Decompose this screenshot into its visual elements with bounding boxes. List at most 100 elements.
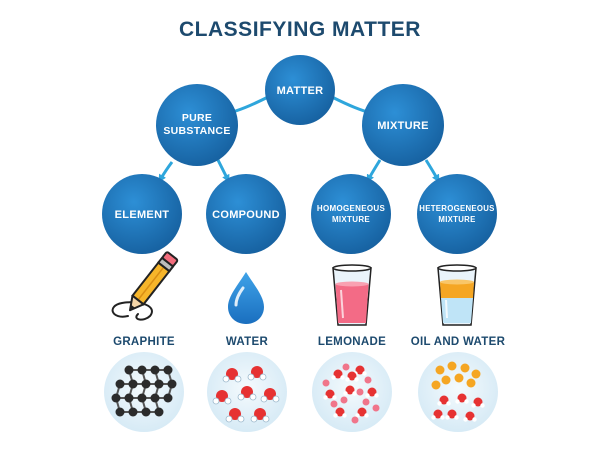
- hydrogen-atom: [446, 401, 451, 406]
- node-compound-label: COMPOUND: [212, 209, 280, 221]
- carbon-atom: [167, 379, 177, 389]
- hydrogen-atom: [234, 375, 242, 383]
- carbon-atom: [124, 365, 134, 375]
- oxygen-atom: [251, 366, 263, 378]
- oxygen-atom: [439, 395, 449, 405]
- oxygen-atom: [345, 385, 355, 395]
- water-drop-icon: [228, 272, 264, 324]
- oxygen-atom: [325, 389, 335, 399]
- node-heterogeneous-label-1: HETEROGENEOUS: [419, 204, 494, 213]
- sugar-particle: [340, 396, 348, 404]
- oil-particle: [471, 369, 481, 379]
- hydrogen-atom: [249, 393, 257, 401]
- carbon-atom: [128, 407, 138, 417]
- hydrogen-atom: [222, 375, 230, 383]
- hydrogen-atom: [343, 391, 348, 396]
- hydrogen-atom: [445, 415, 450, 420]
- oil-particle: [447, 361, 457, 371]
- oxygen-atom: [241, 386, 253, 398]
- carbon-atom: [154, 379, 164, 389]
- oxygen-atom: [335, 407, 345, 417]
- sugar-particle: [330, 400, 338, 408]
- example-label-graphite: GRAPHITE: [113, 336, 175, 348]
- lemonade-glass-icon: [332, 264, 372, 326]
- oil-particle: [441, 375, 451, 385]
- oxygen-atom: [465, 411, 475, 421]
- oil-water-molecules: [431, 361, 485, 422]
- carbon-atom: [137, 393, 147, 403]
- pencil-icon: [111, 251, 179, 321]
- sugar-particle: [351, 416, 359, 424]
- example-label-water: WATER: [226, 336, 269, 348]
- hydrogen-atom: [237, 393, 245, 401]
- sugar-particle: [342, 363, 350, 371]
- example-label-lemonade: LEMONADE: [318, 336, 386, 348]
- arrow-mixture-to-heterogeneous: [424, 159, 440, 183]
- example-label-oil-and-water: OIL AND WATER: [411, 336, 506, 348]
- node-heterogeneous-mixture: HETEROGENEOUS MIXTURE: [417, 174, 497, 254]
- hydrogen-atom: [431, 415, 436, 420]
- hydrogen-atom: [212, 397, 220, 405]
- hydrogen-atom: [272, 395, 280, 403]
- oxygen-atom: [347, 371, 357, 381]
- oxygen-atom: [355, 365, 365, 375]
- hydrogen-atom: [354, 377, 359, 382]
- node-matter-label: MATTER: [277, 85, 324, 97]
- hydrogen-atom: [262, 415, 270, 423]
- lemonade-molecules: [322, 363, 380, 424]
- node-element-label: ELEMENT: [115, 209, 170, 221]
- hydrogen-atom: [480, 403, 485, 408]
- carbon-atom: [163, 365, 173, 375]
- carbon-atom: [163, 393, 173, 403]
- hydrogen-atom: [331, 375, 336, 380]
- hydrogen-atom: [471, 403, 476, 408]
- hydrogen-atom: [333, 413, 338, 418]
- hydrogen-atom: [374, 393, 379, 398]
- hydrogen-atom: [225, 415, 233, 423]
- oxygen-atom: [216, 390, 228, 402]
- hydrogen-atom: [345, 377, 350, 382]
- hydrogen-atom: [259, 373, 267, 381]
- node-element: ELEMENT: [102, 174, 182, 254]
- hydrogen-atom: [362, 371, 367, 376]
- oxygen-atom: [473, 397, 483, 407]
- arrow-pure-to-element: [158, 161, 174, 183]
- hydrogen-atom: [472, 417, 477, 422]
- oil-particle: [454, 373, 464, 383]
- sugar-particle: [372, 404, 380, 412]
- arrow-mixture-to-homogeneous: [366, 159, 382, 183]
- hydrogen-atom: [364, 413, 369, 418]
- node-mixture: MIXTURE: [362, 84, 444, 166]
- oil-water-molecule-circle: [418, 352, 498, 432]
- hydrogen-atom: [323, 395, 328, 400]
- hydrogen-atom: [247, 373, 255, 381]
- hydrogen-atom: [464, 399, 469, 404]
- oxygen-atom: [367, 387, 377, 397]
- hydrogen-atom: [355, 413, 360, 418]
- carbon-atom: [128, 379, 138, 389]
- hydrogen-atom: [437, 401, 442, 406]
- diagram-title: CLASSIFYING MATTER: [179, 18, 421, 41]
- node-mixture-label: MIXTURE: [377, 120, 429, 132]
- hydrogen-atom: [250, 415, 258, 423]
- sugar-particle: [362, 398, 370, 406]
- oxygen-atom: [357, 407, 367, 417]
- carbon-atom: [111, 393, 121, 403]
- carbon-atom: [124, 393, 134, 403]
- carbon-atom: [141, 379, 151, 389]
- arrow-pure-to-compound: [216, 159, 230, 183]
- carbon-atom: [154, 407, 164, 417]
- hydrogen-atom: [352, 391, 357, 396]
- node-matter: MATTER: [265, 55, 335, 125]
- oil-particle: [466, 378, 476, 388]
- oil-particle: [435, 365, 445, 375]
- node-pure-label-1: PURE: [182, 112, 212, 124]
- oxygen-atom: [229, 408, 241, 420]
- carbon-atom: [137, 365, 147, 375]
- hydrogen-atom: [260, 395, 268, 403]
- node-pure-substance: PURE SUBSTANCE: [156, 84, 238, 166]
- hydrogen-atom: [237, 415, 245, 423]
- oxygen-atom: [226, 368, 238, 380]
- water-molecules: [212, 366, 280, 423]
